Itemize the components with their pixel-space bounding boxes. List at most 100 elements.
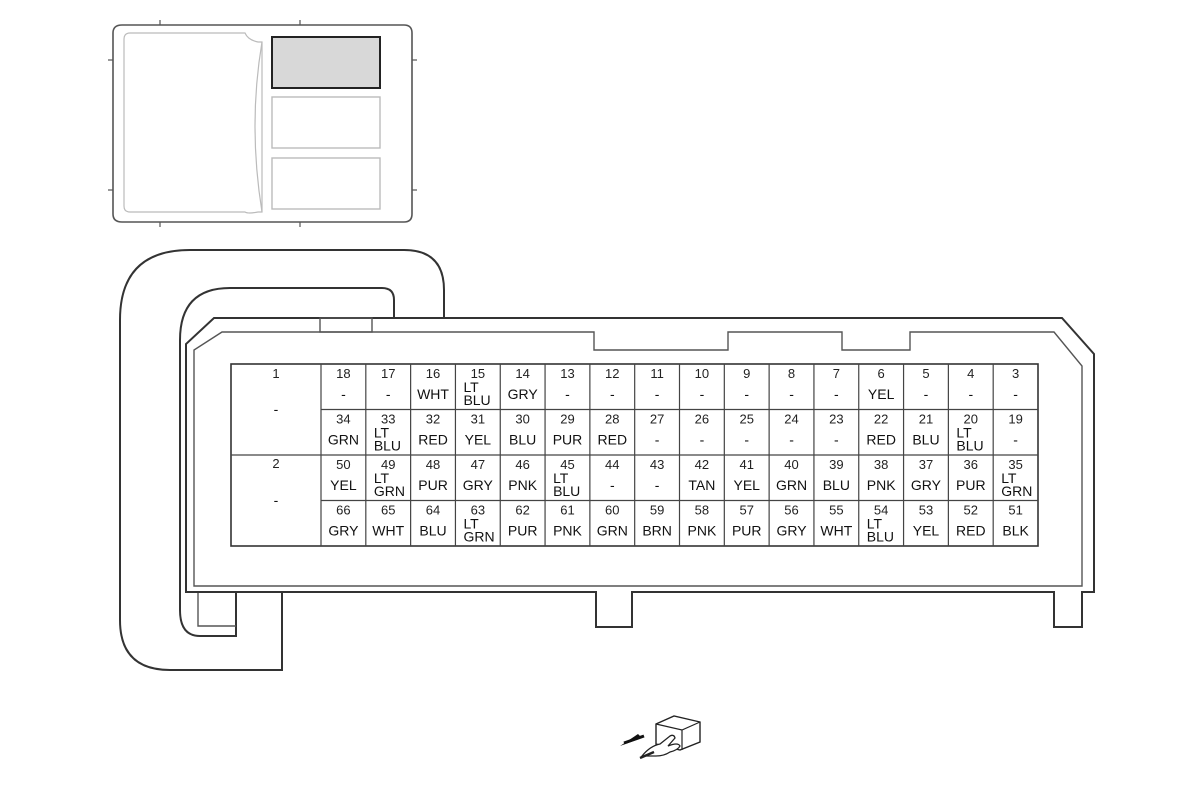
pin-cell-7: 7-: [833, 366, 840, 402]
pin-cell-25: 25-: [739, 412, 753, 448]
pin-number: 4: [967, 366, 974, 381]
pin-number: 48: [426, 457, 440, 472]
pin-color: LT: [867, 516, 883, 532]
pin-color: BLU: [509, 432, 536, 448]
pin-color: PUR: [956, 477, 986, 493]
pin-color: BLU: [823, 477, 850, 493]
pin-number: 28: [605, 412, 619, 427]
hand-pointer-icon: [620, 715, 701, 760]
pin-color: -: [789, 386, 794, 402]
pin-cell-5: 5-: [922, 366, 929, 402]
pin-color: WHT: [820, 523, 852, 539]
pin-color: PNK: [688, 523, 717, 539]
pin-cell-13: 13-: [560, 366, 574, 402]
pin-number: 7: [833, 366, 840, 381]
connector-housing: [119, 249, 1095, 671]
pin-cell-44: 44-: [605, 457, 619, 493]
pin-number: 38: [874, 457, 888, 472]
pin-cell-12: 12-: [605, 366, 619, 402]
pin-color: -: [655, 432, 660, 448]
pin-number: 8: [788, 366, 795, 381]
pin-number: 42: [695, 457, 709, 472]
pin-color: RED: [956, 523, 986, 539]
pin-cell-19: 19-: [1008, 412, 1022, 448]
pin-number: 52: [964, 503, 978, 518]
pin-number: 36: [964, 457, 978, 472]
pin-color: BLU: [374, 438, 401, 454]
pin-number: 17: [381, 366, 395, 381]
pin-color: PNK: [867, 477, 896, 493]
pin-color: PUR: [418, 477, 448, 493]
pin-color: LT: [463, 516, 479, 532]
pin-number: 2: [272, 456, 279, 471]
pin-color: WHT: [372, 523, 404, 539]
pin-color: -: [700, 386, 705, 402]
pin-color: PUR: [508, 523, 538, 539]
pin-number: 58: [695, 503, 709, 518]
pin-number: 65: [381, 503, 395, 518]
pin-number: 43: [650, 457, 664, 472]
pin-color: PUR: [553, 432, 583, 448]
pin-cell-17: 17-: [381, 366, 395, 402]
pin-color: PNK: [553, 523, 582, 539]
large-pin-2: 2 -: [272, 456, 279, 508]
pin-cell-27: 27-: [650, 412, 664, 448]
pin-color: LT: [956, 425, 972, 441]
pin-number: 50: [336, 457, 350, 472]
pin-color: GRY: [508, 386, 539, 402]
connector-body-inner: [193, 331, 1083, 587]
pin-number: 31: [471, 412, 485, 427]
pin-color: LT: [374, 425, 390, 441]
connector-slot-middle: [271, 96, 381, 149]
connector-latch-slot: [197, 592, 236, 627]
pin-color: BRN: [642, 523, 672, 539]
pin-cell-43: 43-: [650, 457, 664, 493]
pin-color: GRY: [328, 523, 359, 539]
pin-color: YEL: [465, 432, 492, 448]
pin-color: WHT: [417, 386, 449, 402]
pin-color: -: [655, 386, 660, 402]
pin-cell-26: 26-: [695, 412, 709, 448]
pin-color: LT: [1001, 470, 1017, 486]
pin-number: 35: [1008, 457, 1022, 472]
pin-cell-11: 11-: [650, 366, 664, 402]
pin-number: 61: [560, 503, 574, 518]
pin-color: BLU: [419, 523, 446, 539]
small-pin-cells: 18-17-16WHT15LTBLU14GRY13-12-11-10-9-8-7…: [321, 364, 1038, 546]
pin-color: GRY: [776, 523, 807, 539]
pin-color: BLU: [867, 529, 894, 545]
pin-number: 53: [919, 503, 933, 518]
pin-number: 13: [560, 366, 574, 381]
pin-number: 19: [1008, 412, 1022, 427]
pin-cell-8: 8-: [788, 366, 795, 402]
pin-cell-4: 4-: [967, 366, 974, 402]
connector-key-top-left: [319, 317, 373, 333]
